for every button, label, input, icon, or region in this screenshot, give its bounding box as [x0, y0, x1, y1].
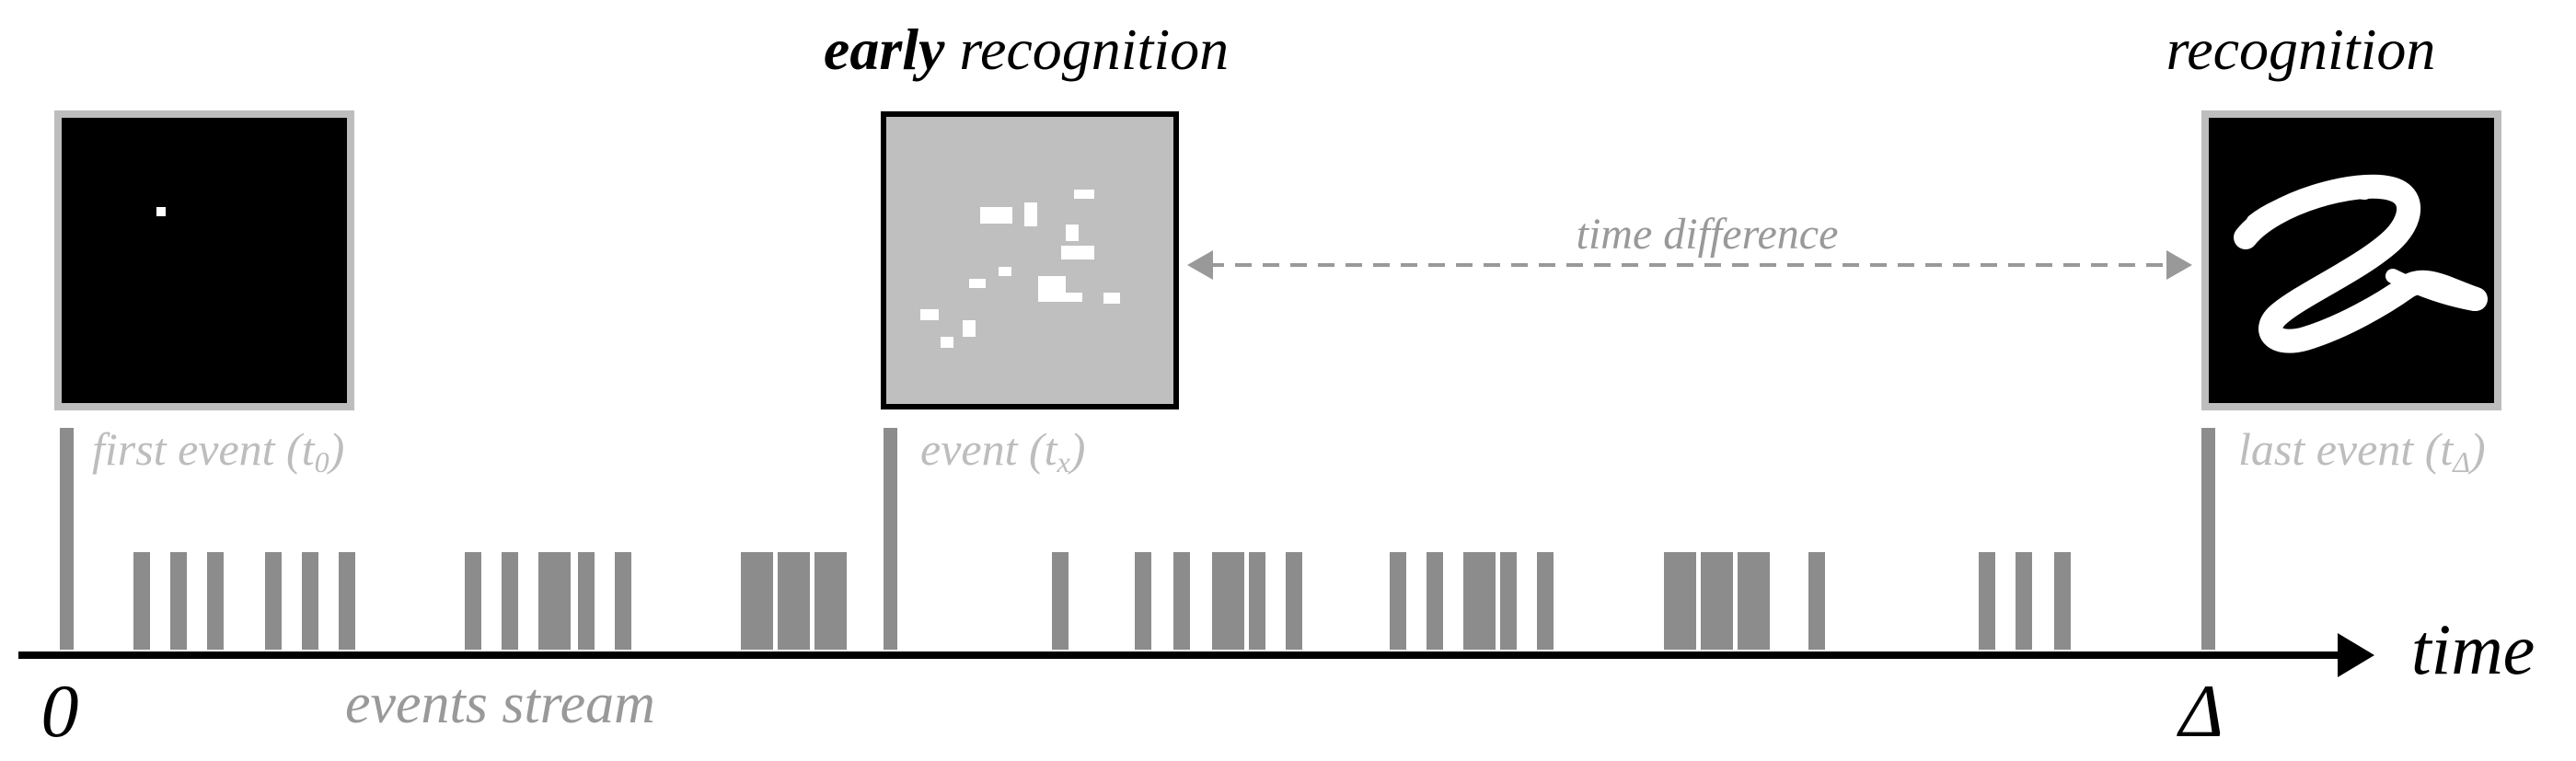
- event-bar: [1173, 552, 1190, 650]
- event-bar: [339, 552, 355, 650]
- axis-end-label: Δ: [2177, 669, 2224, 753]
- early-recognition-heading: early recognition: [824, 17, 1229, 82]
- time-axis: [18, 633, 2374, 677]
- event-bar: [1286, 552, 1302, 650]
- event-marker-bar: [60, 428, 74, 650]
- event-bar: [133, 552, 150, 650]
- event-bar: [1738, 552, 1770, 650]
- axis-start-label: 0: [41, 669, 79, 753]
- time-difference-label: time difference: [1577, 210, 1839, 259]
- time-axis-label: time: [2411, 609, 2535, 689]
- event-bar: [741, 552, 773, 650]
- event-bar: [465, 552, 481, 650]
- event-bar: [207, 552, 224, 650]
- event-bar: [1052, 552, 1069, 650]
- handwritten-digit-2-icon: [2234, 174, 2488, 353]
- event-bar: [615, 552, 631, 650]
- first-event-pixel: [156, 207, 166, 216]
- event-bar: [1427, 552, 1443, 650]
- recognition-heading: recognition: [2166, 17, 2436, 82]
- event-bar: [1701, 552, 1733, 650]
- event-bar: [778, 552, 810, 650]
- event-label: event (tx): [920, 423, 1085, 479]
- event-bar: [170, 552, 187, 650]
- accumulated-event-pixels: [920, 190, 1120, 348]
- event-bar: [502, 552, 518, 650]
- last-event-label: last event (tΔ): [2238, 423, 2486, 479]
- event-bar: [1500, 552, 1517, 650]
- early-event-frame: [881, 111, 1179, 409]
- event-bar: [2016, 552, 2032, 650]
- event-bar: [1135, 552, 1151, 650]
- event-bar: [814, 552, 847, 650]
- event-bar: [578, 552, 595, 650]
- time-difference-arrow: [1187, 250, 2192, 280]
- event-bar: [1463, 552, 1496, 650]
- last-event-frame: [2201, 110, 2501, 410]
- event-marker-bar: [884, 428, 897, 650]
- event-bar: [1212, 552, 1244, 650]
- first-event-frame: [54, 110, 354, 410]
- first-event-label: first event (t0): [92, 423, 344, 479]
- event-bar: [1664, 552, 1696, 650]
- event-bar: [1808, 552, 1825, 650]
- event-bar: [302, 552, 318, 650]
- event-bar: [1249, 552, 1265, 650]
- event-bar: [1390, 552, 1406, 650]
- events-stream-label: events stream: [345, 673, 655, 735]
- events-stream-bars: [60, 428, 2215, 650]
- time-axis-arrowhead-icon: [2338, 633, 2374, 677]
- event-marker-bar: [2201, 428, 2215, 650]
- event-bar: [538, 552, 571, 650]
- event-bar: [2054, 552, 2071, 650]
- event-bar: [1979, 552, 1995, 650]
- event-bar: [1537, 552, 1554, 650]
- event-bar: [265, 552, 282, 650]
